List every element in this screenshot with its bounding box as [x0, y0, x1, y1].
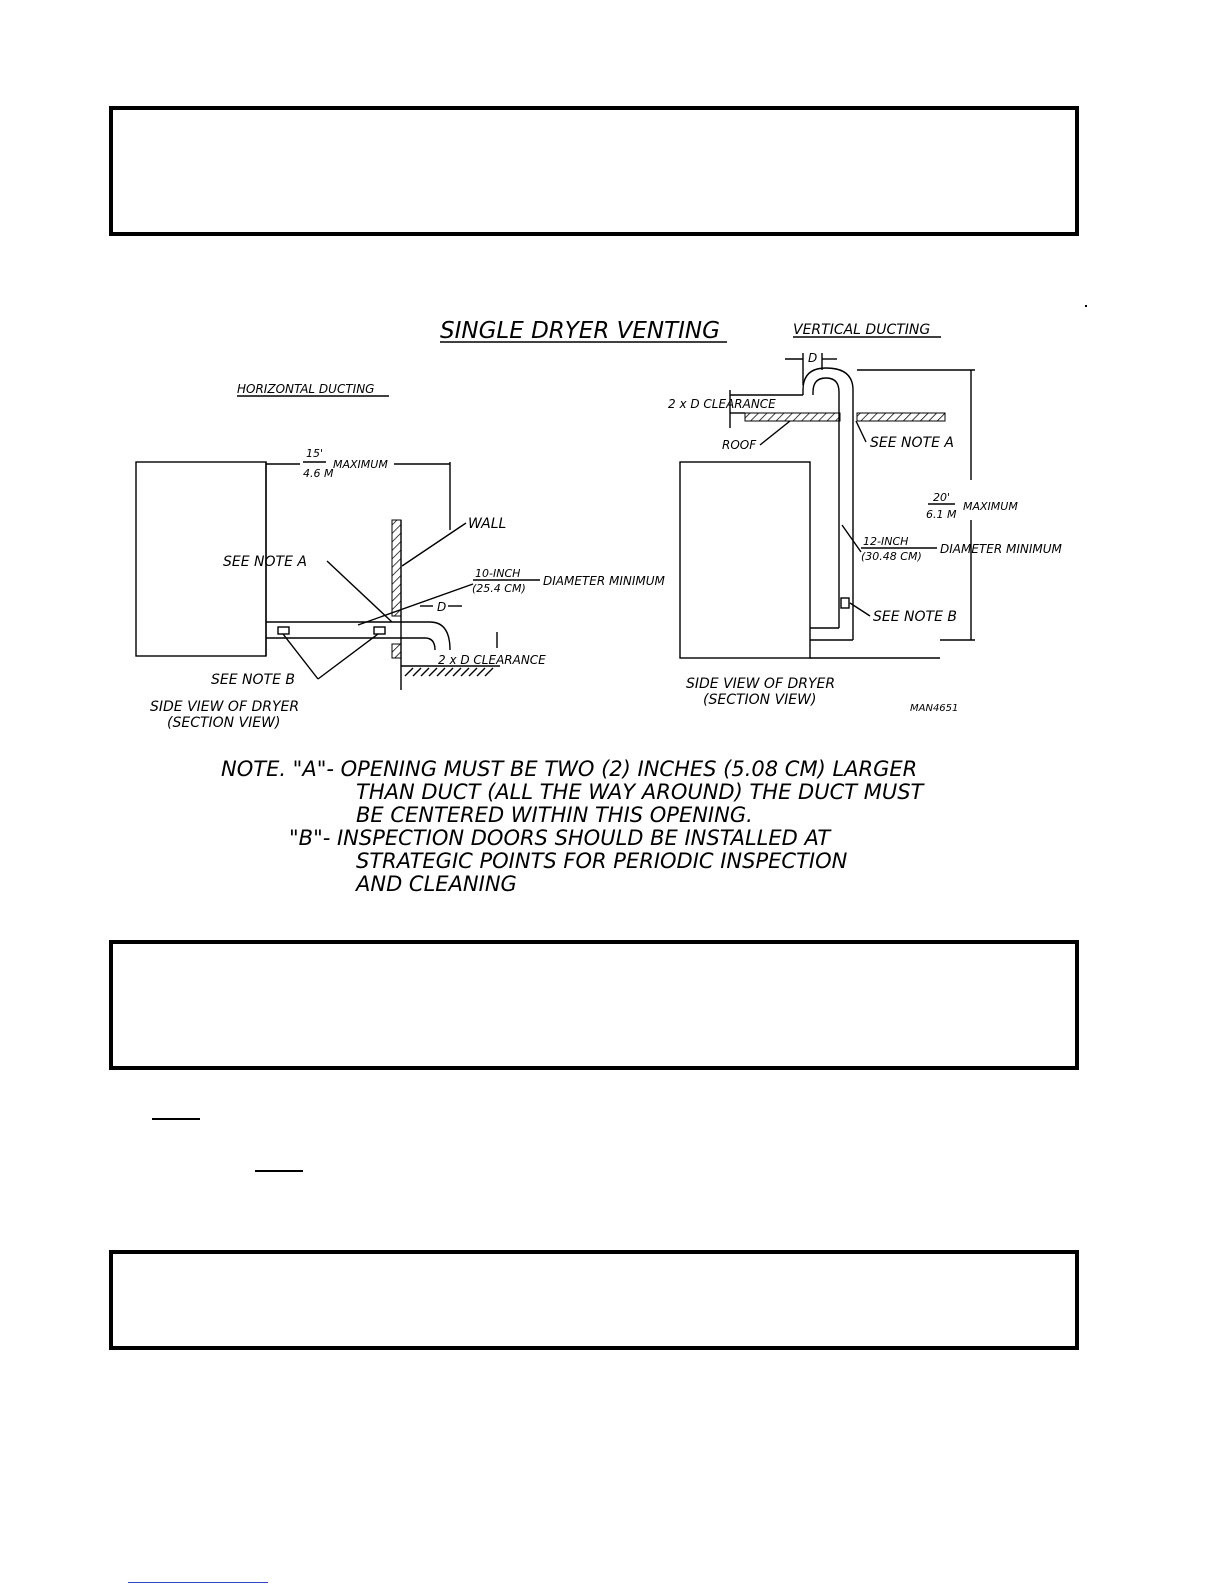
v-max-label: MAXIMUM [963, 500, 1018, 513]
v-dia-bottom: (30.48 CM) [861, 550, 922, 563]
v-section-view: (SECTION VIEW) [703, 692, 816, 708]
h-wall-label: WALL [468, 516, 506, 532]
notes-block: NOTE. "A"- OPENING MUST BE TWO (2) INCHE… [221, 757, 926, 896]
v-roof: ROOF [722, 438, 757, 452]
roof-hatch-right [856, 412, 946, 422]
horizontal-heading: HORIZONTAL DUCTING [237, 382, 374, 396]
v-max-top: 20' [933, 491, 950, 504]
note-line-2: THAN DUCT (ALL THE WAY AROUND) THE DUCT … [356, 780, 926, 804]
v-inspection-door [840, 597, 850, 609]
roof-hatch-left [744, 412, 841, 422]
note-b-leader-1 [282, 633, 319, 680]
h-dia-label: DIAMETER MINIMUM [543, 574, 666, 588]
inspection-door-2 [373, 626, 386, 635]
footer-link-line [128, 1582, 268, 1583]
v-d-label: D [808, 351, 817, 365]
note-line-1: NOTE. "A"- OPENING MUST BE TWO (2) INCHE… [221, 757, 917, 781]
callout-box-top [109, 106, 1079, 236]
note-line-5: STRATEGIC POINTS FOR PERIODIC INSPECTION [356, 849, 848, 873]
callout-box-bottom [109, 1250, 1079, 1350]
roof-leader [759, 420, 791, 446]
underline-mark-1 [152, 1118, 200, 1120]
wall-hatch-lower [391, 643, 402, 659]
underline-mark-2 [255, 1170, 303, 1172]
note-line-6: AND CLEANING [354, 872, 517, 896]
note-line-4: "B"- INSPECTION DOORS SHOULD BE INSTALLE… [289, 826, 832, 850]
horizontal-ducting-view: 15' 4.6 M MAXIMUM WALL SEE NOTE A 10-INC… [135, 447, 666, 731]
diagram-title: SINGLE DRYER VENTING [440, 318, 720, 344]
h-d-label: D [437, 600, 446, 614]
v-see-note-b: SEE NOTE B [873, 609, 957, 625]
note-a-leader [326, 560, 393, 623]
h-see-note-b: SEE NOTE B [211, 672, 295, 688]
v-elbow-outer [802, 367, 854, 413]
h-duct-elbow-inner [395, 637, 436, 651]
h-side-view: SIDE VIEW OF DRYER [150, 699, 299, 715]
h-max-top: 15' [306, 447, 323, 460]
v-note-a-leader [855, 420, 867, 443]
h-clearance: 2 x D CLEARANCE [438, 653, 546, 667]
dryer-cabinet-right [679, 461, 811, 659]
v-elbow-inner [812, 377, 840, 413]
v-duct-base [810, 627, 853, 641]
note-b-leader-2 [317, 633, 379, 680]
h-see-note-a: SEE NOTE A [223, 554, 307, 570]
v-side-view: SIDE VIEW OF DRYER [686, 676, 835, 692]
v-dia-label: DIAMETER MINIMUM [940, 542, 1063, 556]
note-line-3: BE CENTERED WITHIN THIS OPENING. [356, 803, 753, 827]
callout-box-middle [109, 940, 1079, 1070]
vertical-ducting-view: D 2 x D CLEARANCE ROOF SEE NOTE A 20' 6.… [668, 351, 1063, 714]
stray-dot [1085, 305, 1087, 307]
h-dia-top: 10-INCH [475, 567, 520, 580]
wall-hatch-upper [391, 519, 402, 617]
h-duct-elbow-outer [395, 621, 451, 651]
v-note-b-leader [849, 602, 871, 617]
wall-leader [401, 522, 467, 567]
drawing-number: MAN4651 [910, 703, 958, 714]
dia-leader [357, 583, 474, 626]
v-see-note-a: SEE NOTE A [870, 435, 954, 451]
v-dia-leader [841, 524, 862, 553]
inspection-door-1 [277, 626, 290, 635]
vertical-heading: VERTICAL DUCTING [793, 322, 930, 338]
h-section-view: (SECTION VIEW) [167, 715, 280, 731]
h-max-bottom: 4.6 M [303, 467, 334, 480]
v-clearance: 2 x D CLEARANCE [668, 397, 776, 411]
h-max-label: MAXIMUM [333, 458, 388, 471]
h-dia-bottom: (25.4 CM) [472, 582, 526, 595]
v-dia-top: 12-INCH [863, 535, 908, 548]
v-max-bottom: 6.1 M [926, 508, 957, 521]
ground-hatch [404, 667, 494, 677]
